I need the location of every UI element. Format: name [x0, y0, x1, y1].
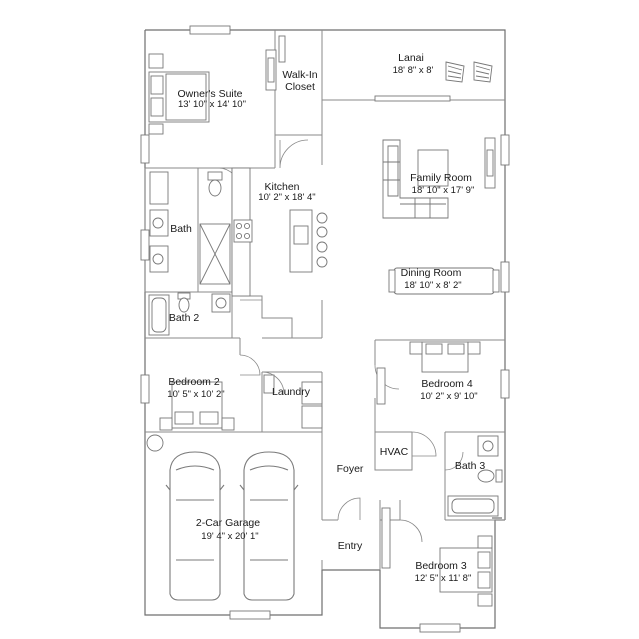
svg-text:Bedroom 3: Bedroom 3: [415, 560, 467, 572]
svg-text:Foyer: Foyer: [337, 463, 364, 475]
svg-text:18' 10" x 17' 9": 18' 10" x 17' 9": [412, 185, 475, 196]
svg-text:2-Car Garage: 2-Car Garage: [196, 517, 260, 529]
owners-bed-icon: [148, 53, 210, 135]
room-label-owners-suite: Owner's Suite 13' 10" x 14' 10": [177, 88, 245, 110]
room-label-foyer: Foyer: [337, 463, 364, 475]
room-label-hvac: HVAC: [380, 446, 409, 458]
tv-icon: [484, 137, 496, 189]
svg-text:Closet: Closet: [285, 81, 315, 93]
svg-text:Laundry: Laundry: [272, 386, 311, 398]
lanai-chairs-icon: [445, 61, 493, 83]
dining-table-icon: [388, 267, 500, 295]
room-label-dining-room: Dining Room 18' 10" x 8' 2": [401, 267, 462, 291]
kitchen-counter-icon: [231, 167, 253, 297]
svg-text:Family Room: Family Room: [410, 172, 472, 184]
svg-text:Entry: Entry: [338, 540, 363, 552]
bedroom-3-closet-icon: [381, 507, 391, 569]
svg-text:13' 10" x 14' 10": 13' 10" x 14' 10": [178, 99, 246, 110]
svg-text:Kitchen: Kitchen: [264, 181, 299, 193]
svg-text:12' 5" x 11' 8": 12' 5" x 11' 8": [415, 573, 472, 584]
washer-dryer-icon: [263, 374, 323, 429]
sofa-icon: [382, 139, 449, 219]
room-label-bedroom-3: Bedroom 3 12' 5" x 11' 8": [415, 560, 472, 584]
room-label-garage: 2-Car Garage 19' 4" x 20' 1": [196, 517, 260, 542]
svg-text:HVAC: HVAC: [380, 446, 409, 458]
closet-shelf-icon: [265, 35, 286, 91]
svg-text:18' 10" x 8' 2": 18' 10" x 8' 2": [404, 280, 461, 291]
svg-text:Walk-In: Walk-In: [282, 69, 317, 81]
svg-text:Dining Room: Dining Room: [401, 267, 462, 279]
kitchen-island-icon: [289, 209, 328, 273]
svg-text:Bath: Bath: [170, 223, 192, 235]
svg-text:Bath 2: Bath 2: [169, 312, 200, 324]
svg-text:10' 5" x 10' 2": 10' 5" x 10' 2": [167, 389, 224, 400]
svg-text:10' 2" x 9' 10": 10' 2" x 9' 10": [420, 391, 477, 402]
svg-text:Owner's Suite: Owner's Suite: [177, 88, 242, 100]
room-label-bath: Bath: [170, 223, 192, 235]
room-label-walk-in-closet: Walk-In Closet: [282, 69, 317, 93]
car-1-icon: [165, 451, 225, 601]
bath-fixtures-icon: [149, 171, 231, 285]
room-label-bedroom-4: Bedroom 4 10' 2" x 9' 10": [420, 378, 477, 402]
room-label-family-room: Family Room 18' 10" x 17' 9": [410, 172, 474, 196]
svg-text:Bedroom 4: Bedroom 4: [421, 378, 473, 390]
svg-text:18' 8" x 8': 18' 8" x 8': [393, 65, 434, 76]
bath-2-fixtures-icon: [148, 292, 231, 336]
bedroom-4-bed-icon: [409, 341, 481, 373]
closet-icon: [376, 367, 386, 405]
room-label-laundry: Laundry: [272, 386, 311, 398]
windows: [140, 25, 510, 633]
room-label-kitchen: Kitchen 10' 2" x 18' 4": [258, 181, 315, 203]
water-heater-icon: [146, 434, 164, 452]
svg-text:Bedroom 2: Bedroom 2: [168, 376, 220, 388]
bedroom-2-bed-icon: [159, 381, 235, 431]
svg-text:10' 2" x 18' 4": 10' 2" x 18' 4": [258, 192, 315, 203]
room-label-bath-3: Bath 3: [455, 460, 486, 472]
bedroom-3-bed-icon: [439, 535, 493, 607]
svg-text:Bath 3: Bath 3: [455, 460, 486, 472]
bath-3-fixtures-icon: [447, 435, 503, 517]
car-2-icon: [239, 451, 299, 601]
room-label-entry: Entry: [338, 540, 363, 552]
room-label-bedroom-2: Bedroom 2 10' 5" x 10' 2": [167, 376, 224, 400]
svg-text:Lanai: Lanai: [398, 52, 424, 64]
room-label-bath-2: Bath 2: [169, 312, 200, 324]
svg-text:19' 4" x 20' 1": 19' 4" x 20' 1": [201, 531, 258, 542]
room-label-lanai: Lanai 18' 8" x 8': [393, 52, 434, 76]
